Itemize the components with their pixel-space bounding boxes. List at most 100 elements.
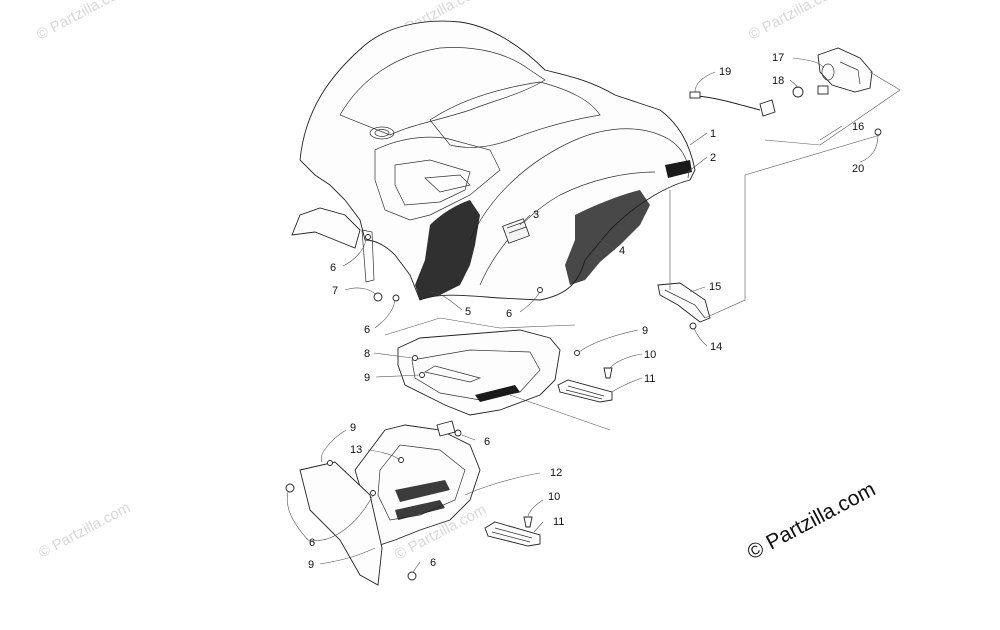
leader-line <box>533 521 544 533</box>
tail-light-housing <box>817 47 873 93</box>
leader-line <box>344 287 377 296</box>
right-fender-flare <box>469 128 689 241</box>
callout-9: 9 <box>350 422 356 434</box>
group-outline <box>764 71 901 146</box>
storage-cavity <box>374 136 501 221</box>
leader-line <box>689 132 708 146</box>
leader-lines <box>286 57 879 573</box>
tail-light-group <box>689 47 901 146</box>
callout-17: 17 <box>772 52 784 64</box>
leader-line <box>374 299 396 329</box>
callout-labels: 1 2 3 4 5 6 6 6 6 6 6 7 8 9 9 9 9 10 10 … <box>308 52 864 571</box>
rear-fender-assembly <box>291 20 696 301</box>
tail-decal <box>665 160 692 178</box>
leader-line <box>412 561 421 573</box>
leader-line <box>320 429 347 463</box>
leader-line <box>819 125 843 141</box>
leader-line <box>789 79 799 89</box>
connector <box>759 99 776 117</box>
leader-line <box>519 291 541 313</box>
guide-line <box>744 134 881 176</box>
callout-20: 20 <box>852 163 864 175</box>
exploded-guides <box>384 134 881 431</box>
harness-plug <box>689 91 701 99</box>
screw <box>874 128 882 136</box>
reflector-group <box>657 282 711 330</box>
callout-4: 4 <box>619 245 625 257</box>
rivet <box>370 490 376 496</box>
callout-5: 5 <box>465 306 471 318</box>
watermark-text: © Partzilla.com <box>36 499 133 561</box>
rivet <box>412 355 418 361</box>
leader-line <box>319 547 376 565</box>
footrest-strip <box>484 521 541 547</box>
callout-15: 15 <box>709 281 721 293</box>
callout-9: 9 <box>308 559 314 571</box>
rivet <box>574 350 580 356</box>
callout-18: 18 <box>772 75 784 87</box>
callout-7: 7 <box>332 285 338 297</box>
callout-10: 10 <box>644 349 656 361</box>
guide-line <box>384 317 576 336</box>
nut <box>454 429 462 437</box>
storage-lid-slot <box>424 174 471 193</box>
left-bracket <box>361 229 375 283</box>
lower-footwell-inner <box>377 444 466 521</box>
left-side-flap <box>291 207 361 249</box>
nut <box>392 294 400 302</box>
watermark-text: © Partzilla.com <box>746 0 843 44</box>
screw <box>523 516 533 528</box>
leader-line <box>578 329 639 353</box>
callout-9: 9 <box>364 372 370 384</box>
fill-cap-inner <box>374 129 390 137</box>
guide-line <box>704 175 746 319</box>
callout-6: 6 <box>364 324 370 336</box>
leader-line <box>373 352 413 359</box>
leader-line <box>286 491 309 541</box>
callout-6: 6 <box>506 308 512 320</box>
leader-line <box>307 494 374 541</box>
bolt <box>689 322 697 330</box>
screw <box>603 367 613 379</box>
callout-6: 6 <box>330 262 336 274</box>
nut <box>407 571 417 581</box>
footrest-strip-ribs <box>565 385 605 400</box>
tail-light-lens <box>821 63 835 81</box>
callout-10: 10 <box>548 491 560 503</box>
callout-3: 3 <box>533 209 539 221</box>
callout-13: 13 <box>350 444 362 456</box>
rivet <box>419 372 425 378</box>
callout-8: 8 <box>364 348 370 360</box>
leader-line <box>792 57 825 69</box>
callout-16: 16 <box>852 121 864 133</box>
watermark-text: © Partzilla.com <box>34 0 131 44</box>
leader-line <box>429 291 463 311</box>
footrest-strip-ribs <box>491 527 533 543</box>
side-decal-left <box>415 200 480 300</box>
callout-9: 9 <box>642 325 648 337</box>
callout-11: 11 <box>644 373 655 385</box>
leader-line <box>461 434 476 441</box>
footwell-step <box>424 365 482 383</box>
footwell-panel <box>397 329 561 416</box>
leader-line <box>527 499 544 517</box>
footrest-tread <box>475 385 520 402</box>
leader-line <box>375 374 421 378</box>
leader-line <box>611 377 643 393</box>
leader-line <box>609 353 643 369</box>
fill-cap <box>369 126 395 140</box>
rivet <box>365 234 371 240</box>
warning-label <box>502 218 530 244</box>
right-fender-edge <box>479 171 656 286</box>
storage-cavity-inner <box>394 159 471 206</box>
callout-11: 11 <box>553 516 564 528</box>
lower-footrest-tread <box>395 480 450 502</box>
wiring-harness <box>696 95 761 111</box>
warning-label-line <box>508 226 527 234</box>
bulb <box>792 86 804 98</box>
leader-line <box>859 134 879 163</box>
callout-14: 14 <box>710 341 722 353</box>
leader-line <box>693 327 708 347</box>
